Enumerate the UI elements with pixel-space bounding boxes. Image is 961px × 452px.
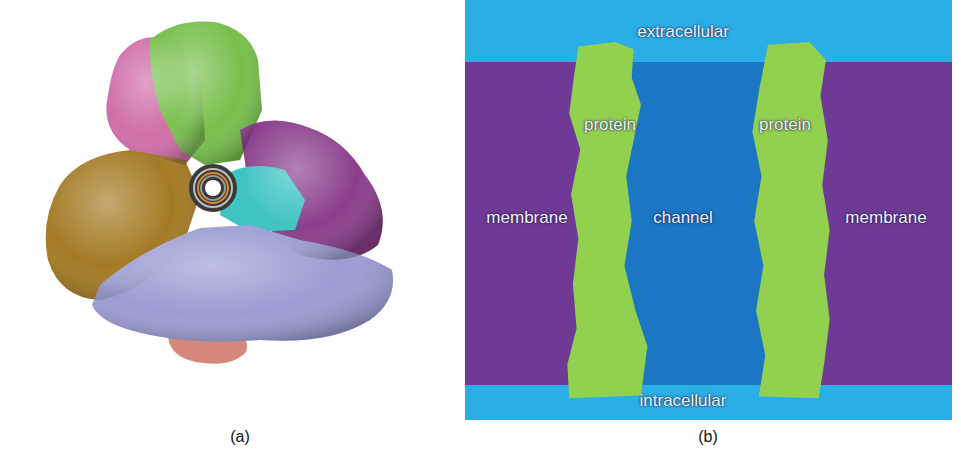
region-label: protein [584, 115, 636, 135]
region-label: intracellular [640, 391, 727, 411]
region-label: membrane [845, 208, 926, 228]
protein-shape: protein [560, 42, 652, 400]
protein-outline [745, 42, 837, 400]
region-label: membrane [486, 208, 567, 228]
region-label: protein [759, 115, 811, 135]
region-label: extracellular [637, 22, 729, 42]
intracellular-band: intracellular [465, 385, 952, 420]
protein-outline [560, 42, 652, 400]
extracellular-band: extracellular [465, 0, 952, 62]
region-label: channel [653, 208, 713, 228]
channel-pore [189, 164, 237, 212]
panel-label: (a) [230, 428, 250, 446]
protein-shape: protein [745, 42, 837, 400]
protein-subunits [46, 21, 393, 363]
panel-label: (b) [698, 428, 718, 446]
